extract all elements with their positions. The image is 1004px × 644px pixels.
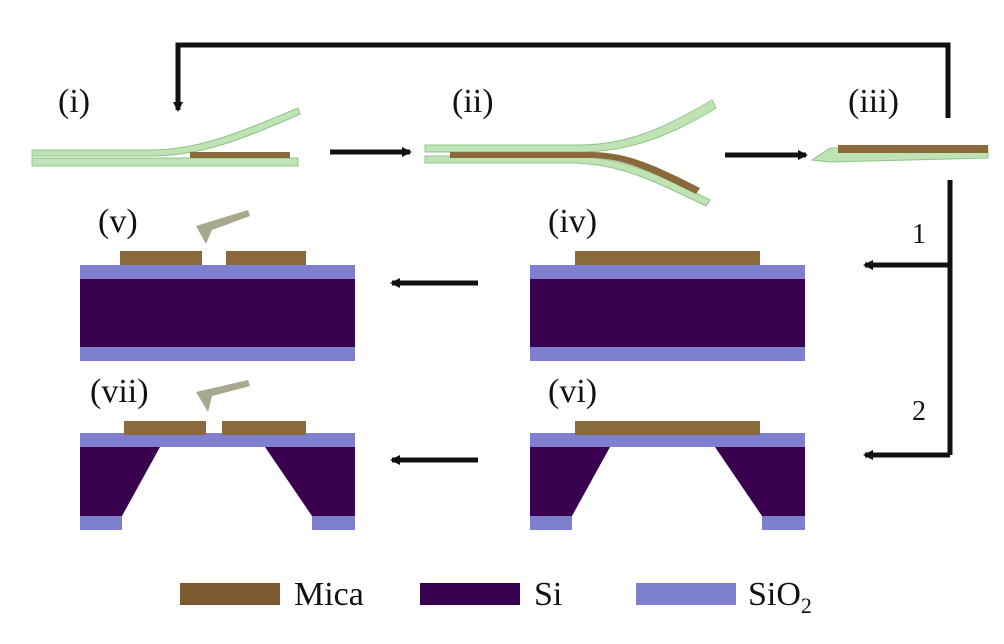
step-label-i: (i) <box>58 83 90 120</box>
step-vi-etched-window-with-mica <box>530 421 805 530</box>
step-label-iii: (iii) <box>848 83 899 120</box>
arrow-route-1 <box>863 180 953 270</box>
legend-swatch-mica <box>180 583 280 605</box>
legend-swatch-si <box>420 583 520 605</box>
probe-tip <box>196 380 250 412</box>
step-label-iv: (iv) <box>548 203 597 240</box>
step-label-v: (v) <box>98 203 138 240</box>
step-iv-substrate-with-mica <box>530 251 805 361</box>
step-label-vi: (vi) <box>548 373 597 410</box>
loop-arrow-repeat <box>173 42 951 118</box>
step-iii-mica-on-tape <box>810 145 989 163</box>
step-ii-tape-peeling <box>424 99 717 207</box>
legend-label-si: Si <box>534 576 562 613</box>
step-vii-suspended-mica-with-tip <box>80 380 355 530</box>
step-v-cut-mica-with-tip <box>80 210 355 361</box>
step-label-vii: (vii) <box>90 373 149 410</box>
probe-tip <box>196 210 250 244</box>
route-label-1: 1 <box>912 219 926 250</box>
legend-swatch-sio2 <box>636 583 736 605</box>
step-label-ii: (ii) <box>452 83 494 120</box>
legend-label-sio2-main: SiO <box>748 576 801 613</box>
route-label-2: 2 <box>912 396 926 427</box>
legend-label-sio2: SiO2 <box>748 576 812 618</box>
legend: Mica Si SiO2 <box>180 576 812 618</box>
legend-label-sio2-subscript: 2 <box>801 593 812 618</box>
legend-label-mica: Mica <box>294 576 364 613</box>
step-i-tape-assembly <box>31 107 301 167</box>
